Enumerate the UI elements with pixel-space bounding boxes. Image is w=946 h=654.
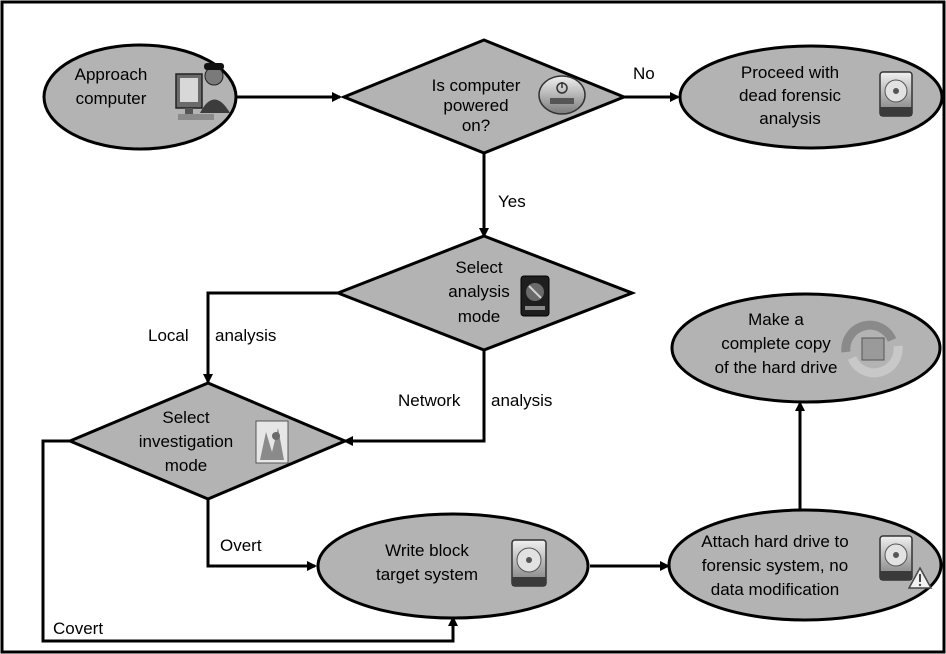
node-label: Write block — [385, 541, 469, 560]
power-button-icon — [538, 75, 586, 115]
node-label: target system — [376, 565, 478, 584]
edge-label-local-analysis: analysis — [215, 326, 276, 345]
edge-covert — [41, 439, 458, 643]
node-label: investigation — [139, 432, 234, 451]
edge-label-yes: Yes — [498, 192, 526, 211]
node-label: Select — [455, 258, 503, 277]
hard-drive-icon — [879, 71, 913, 117]
node-select-analysis-mode: Select analysis mode — [333, 234, 637, 352]
node-label: Approach — [75, 65, 148, 84]
node-label: mode — [458, 307, 501, 326]
node-attach-hard-drive: Attach hard drive to forensic system, no… — [667, 508, 943, 622]
node-label: analysis — [448, 282, 509, 301]
node-label: on? — [462, 116, 490, 135]
node-select-investigation-mode: Select investigation mode — [66, 381, 349, 501]
node-label: Make a — [748, 310, 804, 329]
edge-label-no: No — [633, 64, 655, 83]
node-make-complete-copy: Make a complete copy of the hard drive — [670, 292, 942, 404]
node-proceed-dead-forensic: Proceed with dead forensic analysis — [678, 44, 944, 150]
node-label: of the hard drive — [715, 358, 838, 377]
device-icon — [520, 275, 550, 317]
edge-overt — [206, 499, 317, 571]
node-label: Attach hard drive to — [701, 532, 848, 551]
edge-label-network: Network — [398, 391, 461, 410]
edge-label-local: Local — [148, 326, 189, 345]
node-label: analysis — [759, 109, 820, 128]
edge-network-analysis — [343, 350, 486, 446]
hard-drive-icon — [511, 539, 547, 587]
document-image-icon — [255, 420, 289, 464]
node-label: powered — [443, 96, 508, 115]
hard-drive-warning-icon — [879, 535, 933, 589]
node-label: mode — [165, 456, 208, 475]
edge-label-network-analysis: analysis — [491, 391, 552, 410]
node-write-block-target-system: Write block target system — [316, 512, 590, 620]
node-label: Proceed with — [741, 63, 839, 82]
edge-label-covert: Covert — [53, 619, 103, 638]
node-label: Select — [162, 408, 210, 427]
node-label: complete copy — [721, 334, 831, 353]
user-at-computer-icon — [175, 63, 230, 120]
node-label: computer — [76, 89, 147, 108]
node-label: forensic system, no — [702, 556, 848, 575]
node-label: dead forensic — [739, 86, 842, 105]
copy-cycle-icon — [841, 320, 903, 378]
edge-label-overt: Overt — [220, 536, 262, 555]
node-label: data modification — [711, 580, 840, 599]
node-approach-computer: Approach computer — [42, 43, 238, 151]
node-label: Is computer — [432, 76, 521, 95]
node-is-computer-powered-on: Is computer powered on? — [339, 38, 629, 155]
edge-local-analysis — [203, 291, 340, 384]
